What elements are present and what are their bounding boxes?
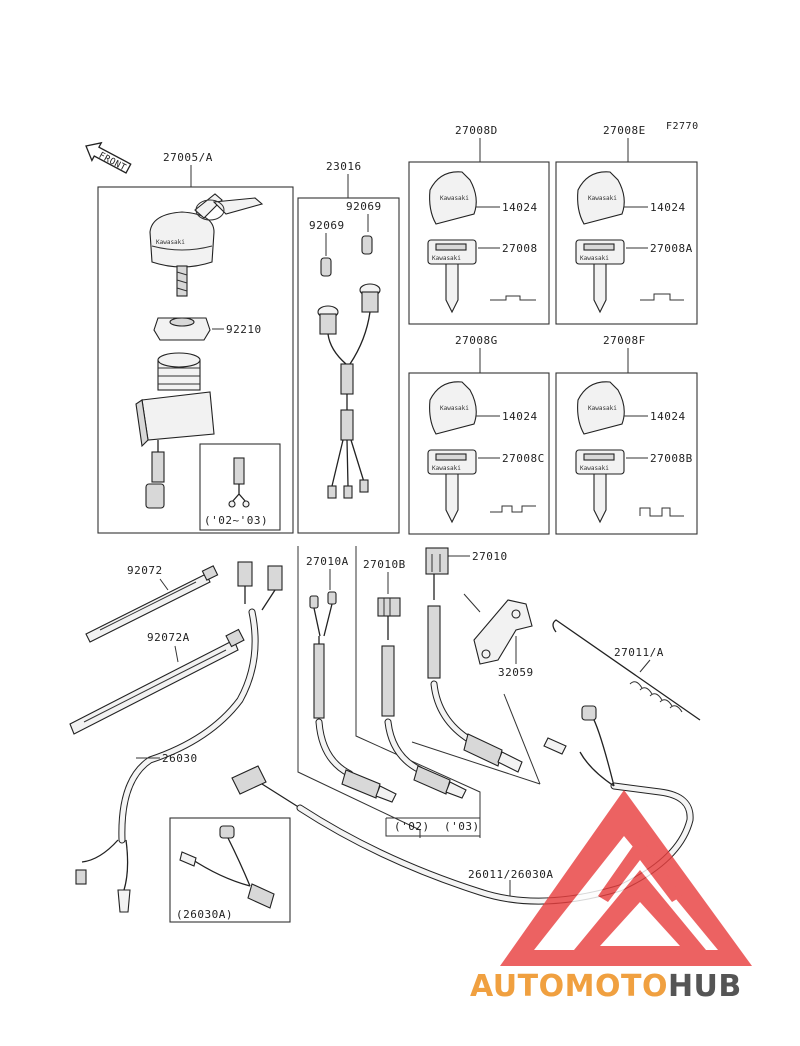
label-27008F: 27008F [603,334,646,347]
key-box-27008E [555,161,698,325]
label-32059: 32059 [498,666,534,679]
figure-code: F2770 [666,121,699,132]
label-27008: 27008 [502,242,538,255]
key-cap-27008E: Kawasaki [577,171,625,225]
plug-92069-b [320,257,332,277]
key-blank-27008B: Kawasaki [575,449,625,524]
label-92072: 92072 [127,564,163,577]
key-box-27008G [408,372,550,535]
label-27008C: 27008C [502,452,545,465]
label-26030A: (26030A) [176,908,233,921]
label-27008E: 27008E [603,124,646,137]
key-cap-27008F: Kawasaki [577,381,625,435]
svg-text:Kawasaki: Kawasaki [156,239,185,246]
svg-text:Kawasaki: Kawasaki [580,465,609,472]
harness-23016 [317,283,381,499]
cable-tie-92072A [69,628,245,735]
watermark-text: AUTOMOTOHUB [470,969,742,1004]
label-27008D: 27008D [455,124,498,137]
ignition-switch-body [135,352,215,509]
leader-line-b [503,693,541,785]
plug-92069-a [361,235,373,255]
subbox-0203 [199,443,281,531]
watermark-part1: AUTOMOTO [470,969,668,1004]
key-box-27008D [408,161,550,325]
key-cut-profile-4 [639,507,684,517]
key-blank-27008A: Kawasaki [575,239,625,314]
label-27005A: 27005/A [163,151,213,164]
harness-26030 [75,561,283,913]
label-26011-26030A: 26011/26030A [468,868,553,881]
switch-27010B [377,597,467,799]
svg-text:Kawasaki: Kawasaki [588,405,617,412]
label-92069-b: 92069 [309,219,345,232]
spring-rod-27011A [552,619,701,721]
label-0203: ('02~'03) [204,514,268,527]
label-27008A: 27008A [650,242,693,255]
svg-text:Kawasaki: Kawasaki [440,405,469,412]
key-cut-profile-3 [490,505,536,513]
label-27008G: 27008G [455,334,498,347]
key-cap-27008G: Kawasaki [429,381,477,435]
leader-line-a [411,741,541,785]
label-14024-1: 14024 [502,201,538,214]
bracket-32059 [473,599,533,665]
ignition-switch-box [97,186,294,534]
label-02: ('02) [394,820,430,833]
ignition-key-cap: Kawasaki [149,193,264,297]
cable-tie-92072 [85,565,219,643]
label-92069-a: 92069 [346,200,382,213]
key-cap-27008D: Kawasaki [429,171,477,225]
leader-line-c [463,593,481,613]
key-box-27008F [555,372,698,535]
key-blank-27008C: Kawasaki [427,449,477,524]
switch-27010A [309,591,397,803]
bracket-0203-b [355,546,481,838]
watermark-part2: HUB [668,969,742,1004]
front-arrow-badge: FRONT [85,141,132,174]
svg-text:Kawasaki: Kawasaki [432,255,461,262]
key-cut-profile-1 [490,295,536,301]
label-03: ('03) [444,820,480,833]
label-92210: 92210 [226,323,262,336]
connector-26030A [179,825,275,909]
subbox-26030A [169,817,291,923]
svg-text:Kawasaki: Kawasaki [432,465,461,472]
bracket-0203-a [297,546,421,838]
label-27011A: 27011/A [614,646,664,659]
switch-27010 [425,547,523,773]
nut-92210 [153,317,211,341]
svg-text:Kawasaki: Kawasaki [440,195,469,202]
year-box [385,817,480,837]
label-26030: 26030 [162,752,198,765]
connector-0203 [228,457,250,508]
label-14024-2: 14024 [650,201,686,214]
key-cut-profile-2 [640,293,684,301]
label-14024-3: 14024 [502,410,538,423]
watermark-logo [500,790,752,966]
label-27010: 27010 [472,550,508,563]
label-23016: 23016 [326,160,362,173]
label-92072A: 92072A [147,631,190,644]
label-27008B: 27008B [650,452,693,465]
label-27010A: 27010A [306,555,349,568]
label-14024-4: 14024 [650,410,686,423]
svg-text:Kawasaki: Kawasaki [580,255,609,262]
svg-text:Kawasaki: Kawasaki [588,195,617,202]
label-27010B: 27010B [363,558,406,571]
key-blank-27008: Kawasaki [427,239,477,314]
